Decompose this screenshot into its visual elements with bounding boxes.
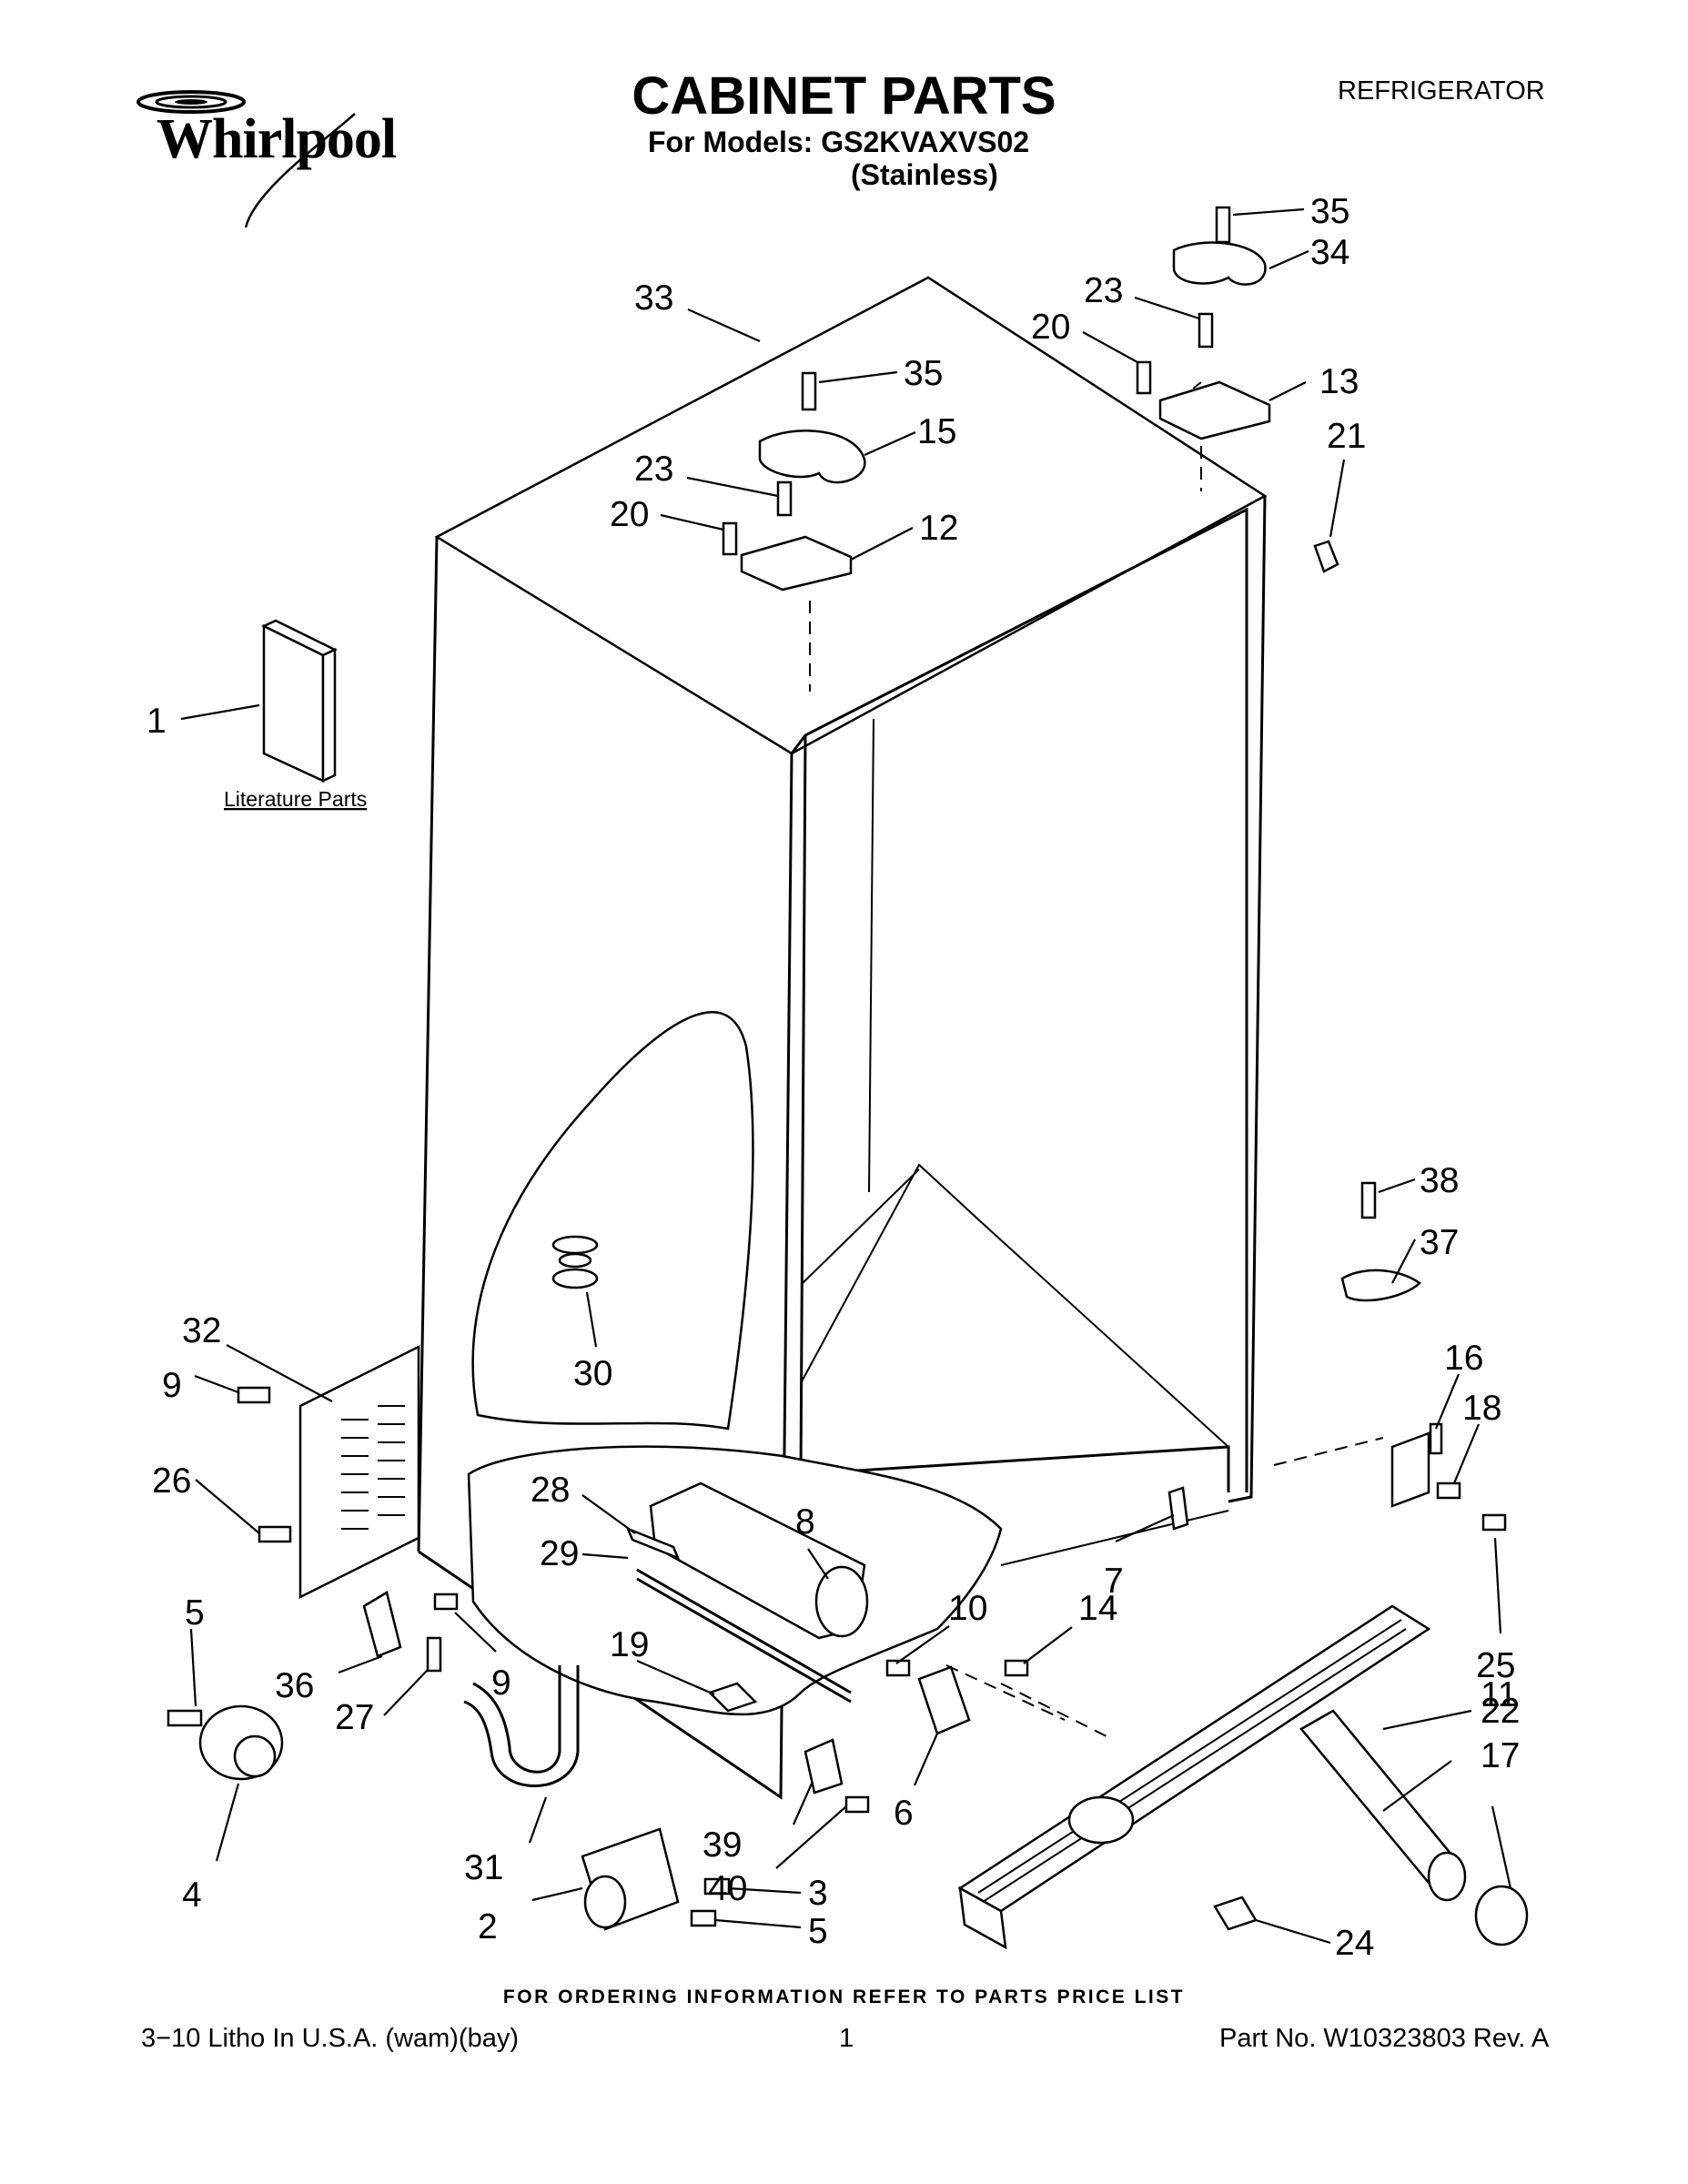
callout-31: 31 bbox=[464, 1848, 503, 1887]
callout-23-left: 23 bbox=[634, 450, 673, 489]
water-valve-drawing bbox=[167, 1704, 284, 1781]
top-hinge-left-drawing bbox=[722, 371, 866, 592]
lower-hinge-bracket-drawing bbox=[1340, 1181, 1421, 1302]
base-grille-drawing bbox=[957, 1604, 1431, 1950]
callout-4: 4 bbox=[182, 1876, 202, 1915]
callout-23-right: 23 bbox=[1084, 271, 1123, 310]
callout-30: 30 bbox=[573, 1354, 612, 1393]
callout-leader-lines bbox=[180, 207, 1512, 1945]
callout-32: 32 bbox=[182, 1311, 221, 1350]
callout-26: 26 bbox=[152, 1461, 191, 1501]
callout-34: 34 bbox=[1310, 233, 1349, 272]
callout-6: 6 bbox=[894, 1794, 914, 1833]
cabinet-body-drawing bbox=[417, 276, 1384, 1800]
callout-14: 14 bbox=[1078, 1589, 1117, 1628]
callout-29: 29 bbox=[540, 1534, 579, 1573]
top-hinge-right-drawing bbox=[1136, 206, 1339, 573]
ordering-note: FOR ORDERING INFORMATION REFER TO PARTS … bbox=[502, 1987, 1186, 2007]
literature-parts-book-drawing bbox=[261, 619, 338, 783]
callout-8: 8 bbox=[795, 1502, 815, 1542]
part-number: Part No. W10323803 Rev. A bbox=[1219, 2024, 1550, 2053]
brand-name: Whirlpool bbox=[157, 108, 397, 170]
callout-36: 36 bbox=[275, 1666, 314, 1705]
callout-33: 33 bbox=[634, 278, 673, 318]
callout-20-left: 20 bbox=[610, 495, 649, 534]
callout-17: 17 bbox=[1481, 1736, 1520, 1775]
callout-18: 18 bbox=[1462, 1389, 1501, 1428]
lower-hinge-drawing bbox=[581, 1827, 731, 1931]
callout-16: 16 bbox=[1444, 1339, 1483, 1378]
model-finish: (Stainless) bbox=[851, 158, 998, 191]
callout-10: 10 bbox=[948, 1589, 987, 1628]
callout-5-valve: 5 bbox=[185, 1593, 205, 1633]
callout-24: 24 bbox=[1335, 1924, 1374, 1963]
appliance-category: REFRIGERATOR bbox=[1338, 76, 1545, 106]
hinge-pin-bracket-drawing bbox=[1390, 1422, 1507, 1532]
callout-2: 2 bbox=[478, 1907, 498, 1946]
callout-numbers: 1 2 3 4 5 5 6 7 8 9 9 10 11 12 13 14 15 … bbox=[147, 192, 1520, 1963]
page-title: CABINET PARTS bbox=[632, 66, 1056, 126]
rear-vent-panel-drawing bbox=[237, 1344, 420, 1600]
callout-9-panel: 9 bbox=[162, 1366, 182, 1405]
literature-parts-caption: Literature Parts bbox=[224, 787, 367, 811]
callout-38: 38 bbox=[1420, 1161, 1459, 1200]
page-number: 1 bbox=[839, 2024, 854, 2053]
water-filter-cartridge-drawing bbox=[1213, 1709, 1529, 1946]
callout-20-right: 20 bbox=[1031, 308, 1070, 347]
callout-12: 12 bbox=[919, 509, 958, 548]
whirlpool-swirl-logo-icon bbox=[136, 90, 356, 228]
callout-15: 15 bbox=[917, 412, 956, 451]
callout-3: 3 bbox=[808, 1874, 828, 1913]
callout-28: 28 bbox=[531, 1471, 570, 1510]
small-brackets-drawing bbox=[804, 1486, 1189, 1814]
callout-7: 7 bbox=[1104, 1562, 1124, 1601]
model-number: For Models: GS2KVAXVS02 bbox=[648, 126, 1030, 158]
print-info: 3−10 Litho In U.S.A. (wam)(bay) bbox=[141, 2024, 520, 2053]
callout-39: 39 bbox=[702, 1825, 742, 1865]
callout-21: 21 bbox=[1327, 417, 1366, 456]
callout-5-hinge: 5 bbox=[808, 1912, 828, 1951]
callout-1: 1 bbox=[147, 702, 167, 741]
filter-housing-drawing bbox=[625, 1481, 869, 1713]
callout-40: 40 bbox=[708, 1869, 747, 1908]
callout-35-left: 35 bbox=[904, 354, 943, 393]
callout-27: 27 bbox=[335, 1698, 374, 1737]
drain-tube-drawing bbox=[362, 1591, 580, 1787]
callout-37: 37 bbox=[1420, 1223, 1459, 1262]
callout-19: 19 bbox=[610, 1625, 649, 1664]
callout-9-bracket: 9 bbox=[491, 1663, 511, 1703]
callout-25: 25 bbox=[1476, 1646, 1515, 1685]
callout-35-right: 35 bbox=[1310, 192, 1349, 231]
callout-11: 11 bbox=[1481, 1675, 1518, 1714]
callout-13: 13 bbox=[1319, 362, 1359, 401]
callout-22: 22 bbox=[1481, 1692, 1520, 1731]
